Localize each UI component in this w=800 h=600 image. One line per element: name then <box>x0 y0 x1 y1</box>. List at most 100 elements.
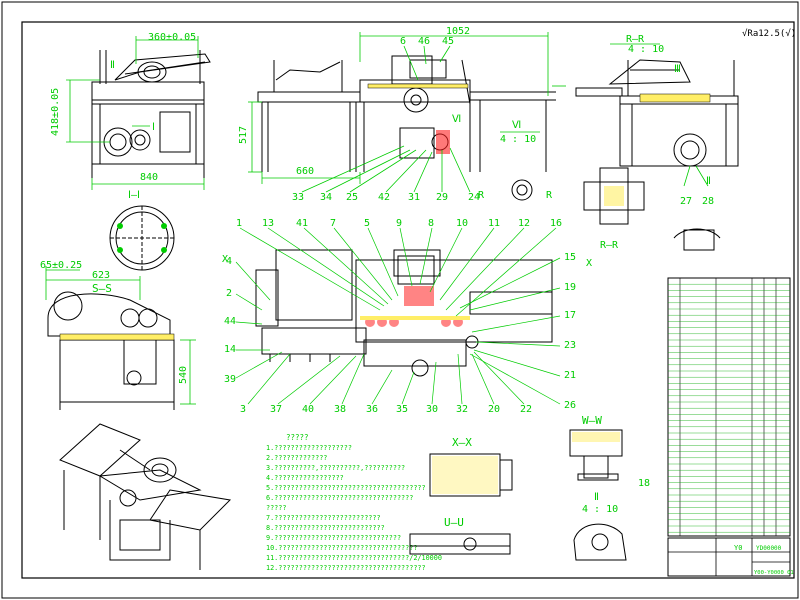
plan-part-16: 16 <box>550 218 562 229</box>
hatch-bar-top <box>367 83 469 89</box>
label-ii-bot: Ⅱ <box>594 492 599 503</box>
red-detail <box>436 130 450 154</box>
dim-623: 623 <box>92 270 110 281</box>
notes-line-10: 10.?????????????????????????????????? <box>266 544 417 552</box>
plan-part-37: 37 <box>270 404 282 415</box>
notes-line-5: 5.????????????????????????????????????? <box>266 484 426 492</box>
plan-part-12: 12 <box>518 218 530 229</box>
rr-hatch <box>604 186 624 206</box>
part-24: 24 <box>468 192 480 203</box>
part-28: 28 <box>702 196 714 207</box>
parts-list-rows <box>668 284 790 533</box>
dim-517: 517 <box>238 126 249 144</box>
plan-part-15: 15 <box>564 252 576 263</box>
plan-part-41: 41 <box>296 218 308 229</box>
notes-line-4: 4.????????????????? <box>266 474 344 482</box>
s-s-dims <box>45 266 196 405</box>
dim-840: 840 <box>140 172 158 183</box>
part-25: 25 <box>346 192 358 203</box>
right-view <box>575 59 739 167</box>
plan-part-4: 4 <box>226 256 232 267</box>
plan-part-11: 11 <box>488 218 500 229</box>
part-46: 46 <box>418 36 430 47</box>
notes-heading: ????? <box>286 433 309 442</box>
dim-360: 360±0.05 <box>148 32 196 43</box>
part-27: 27 <box>680 196 692 207</box>
part-42: 42 <box>378 192 390 203</box>
dim-418: 418±0.05 <box>50 88 61 136</box>
label-18: 18 <box>638 478 650 489</box>
front-view-dims <box>66 36 205 190</box>
right-view-dims <box>610 43 709 187</box>
plan-view-gears <box>365 286 463 327</box>
notes-line-6b: ????? <box>266 504 286 512</box>
plan-part-9: 9 <box>396 218 402 229</box>
plan-part-26: 26 <box>564 400 576 411</box>
plan-part-30: 30 <box>426 404 438 415</box>
label-ii-side: Ⅱ <box>706 176 711 187</box>
label-rr-top: R—R <box>626 34 645 45</box>
notes-line-3: 3.??????????,??????????,?????????? <box>266 464 405 472</box>
plan-part-8: 8 <box>428 218 434 229</box>
notes-line-1: 1.??????????????????? <box>266 444 352 452</box>
title-block <box>667 537 791 577</box>
inner-border <box>21 21 795 579</box>
parts-list-table <box>667 277 791 537</box>
title-bottom-text: Y00-Y0000 01 <box>754 570 794 576</box>
rr-detail <box>511 167 721 251</box>
notes-line-11: 11.????????????????????????????????/2/10… <box>266 554 442 562</box>
uu-detail <box>409 533 511 555</box>
plan-part-23: 23 <box>564 340 576 351</box>
label-ii-bot-scale: 4 : 10 <box>582 504 618 515</box>
s-s-hatch <box>59 333 175 341</box>
notes-line-12: 12.???????????????????????????????????? <box>266 564 426 572</box>
part-34: 34 <box>320 192 332 203</box>
plan-part-36: 36 <box>366 404 378 415</box>
plan-part-3: 3 <box>240 404 246 415</box>
notes-line-9: 9.??????????????????????????????? <box>266 534 401 542</box>
label-iii: Ⅲ <box>674 64 681 75</box>
part-29: 29 <box>436 192 448 203</box>
hatch-bar-right <box>639 93 711 103</box>
label-r-right: R <box>546 190 553 201</box>
ww-hatch <box>572 432 620 442</box>
section-i-i <box>109 205 175 271</box>
plan-hatch <box>360 316 470 320</box>
section-i-i-bolts <box>117 223 167 253</box>
plan-part-13: 13 <box>262 218 274 229</box>
notes-line-7: 7.?????????????????????????? <box>266 514 381 522</box>
part-6: 6 <box>400 36 406 47</box>
label-rr-top-scale: 4 : 10 <box>628 44 664 55</box>
label-x-right: X <box>586 258 592 269</box>
title-drawing-number: Y0 <box>734 544 742 552</box>
plan-view <box>255 249 553 377</box>
label-vi-scale-title: Ⅵ <box>512 120 521 131</box>
plan-part-1: 1 <box>236 218 242 229</box>
plan-part-20: 20 <box>488 404 500 415</box>
xx-hatch <box>432 456 498 494</box>
plan-part-40: 40 <box>302 404 314 415</box>
label-s-s: S—S <box>92 282 112 295</box>
label-u-u: U—U <box>444 516 464 529</box>
s-s-view <box>47 291 175 410</box>
plan-part-32: 32 <box>456 404 468 415</box>
notes-line-6: 6.?????????????????????????????????? <box>266 494 413 502</box>
notes-line-8: 8.??????????????????????????? <box>266 524 385 532</box>
plan-part-10: 10 <box>456 218 468 229</box>
plan-part-5: 5 <box>364 218 370 229</box>
plan-part-22: 22 <box>520 404 532 415</box>
part-33: 33 <box>292 192 304 203</box>
dim-1052: 1052 <box>446 26 470 37</box>
surface-finish-mark: √Ra12.5(√) <box>742 28 796 39</box>
plan-part-17: 17 <box>564 310 576 321</box>
ww-detail <box>569 429 623 481</box>
label-vi-scale: 4 : 10 <box>500 134 536 145</box>
plan-part-19: 19 <box>564 282 576 293</box>
part-45: 45 <box>442 36 454 47</box>
label-x-x: X—X <box>452 436 472 449</box>
plan-leaders <box>235 227 561 405</box>
plan-part-44: 44 <box>224 316 236 327</box>
